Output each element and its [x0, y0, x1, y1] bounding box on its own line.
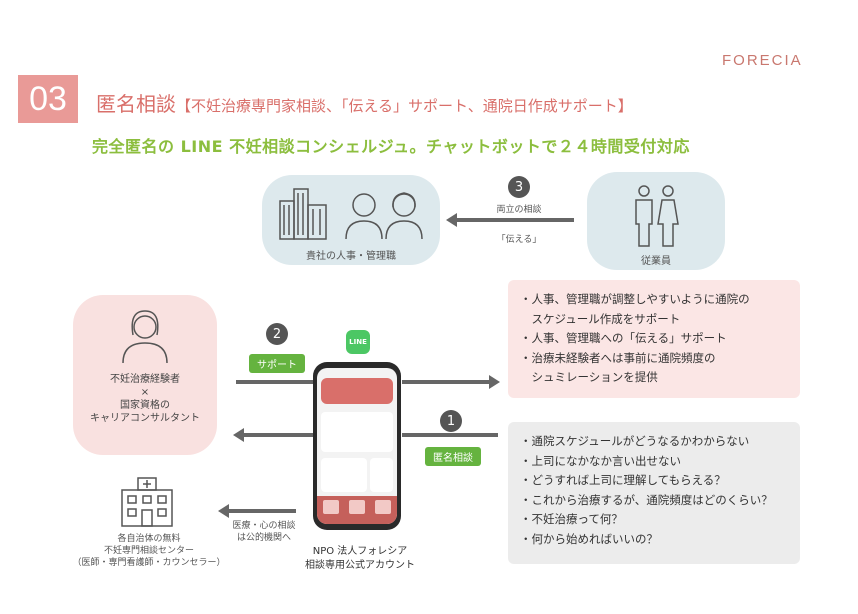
rich-menu [317, 496, 397, 524]
step3-label-bottom: 「伝える」 [496, 235, 542, 245]
public-line1: 各自治体の無料 [117, 534, 181, 544]
menu-icon-2 [349, 500, 365, 514]
support-points-box: ・人事、管理職が調整しやすいように通院の スケジュール作成をサポート ・人事、管… [508, 280, 800, 398]
expert-label: 不妊治療経験者 × 国家資格の キャリアコンサルタント [73, 373, 217, 425]
step3-label-top: 両立の相談 [496, 205, 542, 215]
public-label: 各自治体の無料 不妊専門相談センター （医師・専門看護師・カウンセラー） [54, 533, 244, 569]
phone-mockup [313, 362, 401, 530]
consult-arrow-right-segment [402, 433, 498, 437]
concern-item: ・通院スケジュールがどうなるかわからない [520, 434, 750, 448]
menu-icon-1 [323, 500, 339, 514]
expert-woman-icon [122, 310, 168, 364]
step1-tag: 匿名相談 [425, 447, 481, 466]
expert-line2: × [140, 387, 150, 398]
chat-card [321, 458, 367, 492]
concerns-list: ・通院スケジュールがどうなるかわからない ・上司になかなか言い出せない ・どうす… [508, 422, 800, 549]
building-people-icon [279, 188, 423, 240]
hospital-icon [121, 477, 173, 527]
phone-caption-line2: 相談専用公式アカウント [305, 560, 415, 571]
support-point: シュミレーションを提供 [520, 370, 658, 384]
step2-tag: サポート [249, 354, 305, 373]
concern-item: ・何から始めればいいの？ [520, 531, 658, 546]
company-label: 貴社の人事・管理職 [306, 251, 396, 262]
public-line2: 不妊専門相談センター [103, 546, 194, 556]
concern-item: ・これから治療するが、通院頻度はどのくらい？ [520, 492, 773, 507]
chat-message [321, 412, 393, 452]
support-point: ・人事、管理職が調整しやすいように通院の [520, 292, 750, 306]
step1-number: 1 [440, 410, 462, 432]
company-blob: 貴社の人事・管理職 [262, 175, 440, 265]
employee-blob: 従業員 [587, 172, 725, 270]
section-number: 03 [18, 75, 78, 123]
menu-icon-3 [375, 500, 391, 514]
expert-line3: 国家資格の [120, 400, 170, 411]
employee-label: 従業員 [641, 256, 671, 267]
section-heading: 匿名相談【不妊治療専門家相談、「伝える」サポート、通院日作成サポート】 [96, 88, 633, 117]
phone-caption: NPO 法人フォレシア 相談専用公式アカウント [280, 545, 440, 573]
step2-number: 2 [266, 323, 288, 345]
concern-item: ・どうすれば上司に理解してもらえる？ [520, 473, 726, 487]
support-point: ・治療未経験者へは事前に通院頻度の [520, 350, 716, 365]
support-arrow [402, 375, 500, 389]
chat-card-2 [370, 458, 393, 492]
chat-bubble-header [321, 378, 393, 404]
concern-item: ・上司になかなか言い出せない [520, 453, 681, 468]
consult-arrow [233, 428, 313, 442]
public-line3: （医師・専門看護師・カウンセラー） [72, 558, 226, 568]
expert-blob: 不妊治療経験者 × 国家資格の キャリアコンサルタント [73, 295, 217, 455]
step3-number: 3 [508, 176, 530, 198]
section-subtitle: 【不妊治療専門家相談、「伝える」サポート、通院日作成サポート】 [176, 97, 633, 115]
expert-line4: キャリアコンサルタント [90, 413, 200, 424]
phone-caption-line1: NPO 法人フォレシア [312, 546, 408, 557]
concern-item: ・不妊治療って何？ [520, 512, 623, 526]
public-arrow [218, 504, 296, 518]
public-arrow-label: 医療・心の相談 は公的機関へ [224, 520, 304, 544]
support-point: スケジュール作成をサポート [520, 311, 681, 326]
concerns-box: ・通院スケジュールがどうなるかわからない ・上司になかなか言い出せない ・どうす… [508, 422, 800, 564]
section-title: 匿名相談 [96, 92, 176, 116]
support-points-list: ・人事、管理職が調整しやすいように通院の スケジュール作成をサポート ・人事、管… [508, 280, 800, 388]
support-arrow-left-segment [236, 380, 314, 384]
support-point: ・人事、管理職への「伝える」サポート [520, 331, 727, 345]
headline: 完全匿名の LINE 不妊相談コンシェルジュ。チャットボットで２４時間受付対応 [92, 137, 690, 156]
expert-line1: 不妊治療経験者 [110, 374, 180, 385]
public-arrow-label1: 医療・心の相談 [232, 521, 296, 531]
step3-arrow [446, 213, 574, 227]
employees-icon [635, 185, 679, 247]
line-logo: LINE [346, 330, 370, 354]
public-arrow-label2: は公的機関へ [236, 533, 291, 543]
phone-screen [317, 368, 397, 524]
brand-logo: FORECIA [722, 52, 803, 69]
